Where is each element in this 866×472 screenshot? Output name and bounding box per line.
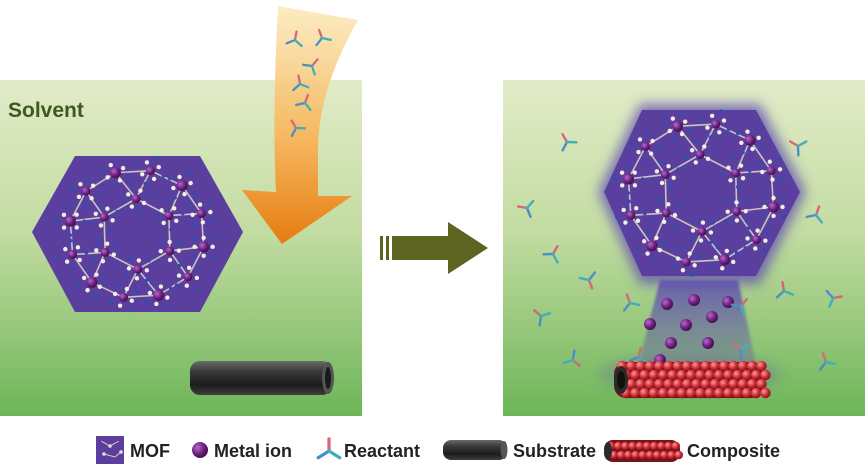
metal-ion [661, 208, 671, 218]
metal-ion [646, 240, 658, 252]
metal-ion [133, 264, 143, 274]
reactant-molecule [805, 205, 824, 224]
legend-item-metal-ion: Metal ion [192, 441, 292, 461]
reactant-molecule [316, 437, 342, 460]
reactant-molecule [578, 271, 597, 290]
metal-ion [183, 272, 193, 282]
falling-reactants [285, 28, 332, 138]
metal-ion [660, 170, 670, 180]
metal-ion [622, 173, 634, 185]
reactant-molecule [730, 297, 748, 317]
right-panel [503, 80, 865, 416]
reactant-molecule [301, 58, 319, 76]
substrate-icon [443, 440, 508, 460]
reactant-molecule [622, 293, 641, 312]
metal-ion [86, 276, 98, 288]
metal-ion [744, 134, 756, 146]
metal-ion [766, 166, 776, 176]
legend-label-reactant: Reactant [344, 441, 420, 461]
legend: MOF Metal ion Reactant Substrate Composi… [96, 436, 780, 464]
metal-ion [196, 208, 206, 218]
mof-crystal-left [32, 155, 243, 313]
reactant-molecule [825, 289, 844, 308]
reactant-molecule [292, 74, 310, 92]
metal-ion [68, 250, 78, 260]
legend-label-substrate: Substrate [513, 441, 596, 461]
reactant-molecule [775, 280, 794, 299]
left-panel: Solvent [0, 6, 362, 416]
metal-ion [732, 206, 742, 216]
legend-label-metal-ion: Metal ion [214, 441, 292, 461]
reactant-molecule [315, 28, 332, 47]
solvent-label: Solvent [8, 99, 84, 122]
metal-ion [626, 210, 636, 220]
reactant-molecule [562, 349, 582, 367]
released-metal-ions [644, 294, 734, 366]
metal-ion [681, 257, 691, 267]
mof-crystal-right [604, 109, 800, 277]
metal-ion [768, 201, 780, 213]
metal-ion [711, 119, 721, 129]
metal-ion [697, 226, 707, 236]
metal-ion [688, 294, 700, 306]
reactant-molecule [542, 245, 559, 264]
metal-ion [695, 150, 705, 160]
reactant-molecule [532, 309, 552, 327]
metal-ion-icon [192, 442, 208, 458]
metal-ion [751, 235, 761, 245]
reactant-molecule [789, 140, 808, 157]
metal-ion [722, 296, 734, 308]
metal-ion [702, 337, 714, 349]
metal-ion [706, 311, 718, 323]
reactant-molecule [285, 30, 303, 48]
reactant-molecule [561, 133, 578, 152]
reactant-molecule [516, 199, 535, 218]
substrate-tube-left [190, 361, 334, 395]
metal-ion [118, 292, 128, 302]
metal-ion [198, 241, 210, 253]
metal-ion [165, 246, 175, 256]
metal-ion [131, 194, 141, 204]
metal-ion [641, 141, 651, 151]
metal-ion [644, 318, 656, 330]
legend-label-mof: MOF [130, 441, 170, 461]
metal-ion [109, 167, 121, 179]
legend-item-reactant: Reactant [316, 437, 420, 461]
metal-ion [164, 211, 174, 221]
reactant-molecule [290, 119, 307, 138]
metal-ion [146, 166, 156, 176]
metal-ion [680, 319, 692, 331]
metal-ion [731, 168, 741, 178]
metal-ion [81, 186, 91, 196]
reactant-molecule [818, 352, 837, 371]
metal-ion [661, 298, 673, 310]
metal-ion [719, 254, 731, 266]
dispersed-reactants [516, 133, 844, 371]
reactant-feed-arrow [242, 6, 358, 244]
metal-ion [153, 289, 165, 301]
process-arrow [380, 222, 488, 274]
legend-item-substrate: Substrate [443, 440, 596, 461]
reactant-icon [316, 437, 342, 460]
composite-icon [604, 440, 683, 462]
reactant-molecule [732, 343, 751, 360]
metal-ion [176, 180, 188, 192]
metal-ion [100, 247, 110, 257]
composite-rod [614, 360, 771, 399]
legend-item-mof: MOF [96, 436, 170, 464]
metal-ion [665, 337, 677, 349]
metal-ion [99, 212, 109, 222]
metal-ion [671, 120, 683, 132]
metal-ion [64, 215, 76, 227]
legend-label-composite: Composite [687, 441, 780, 461]
reactant-molecule [295, 93, 312, 112]
